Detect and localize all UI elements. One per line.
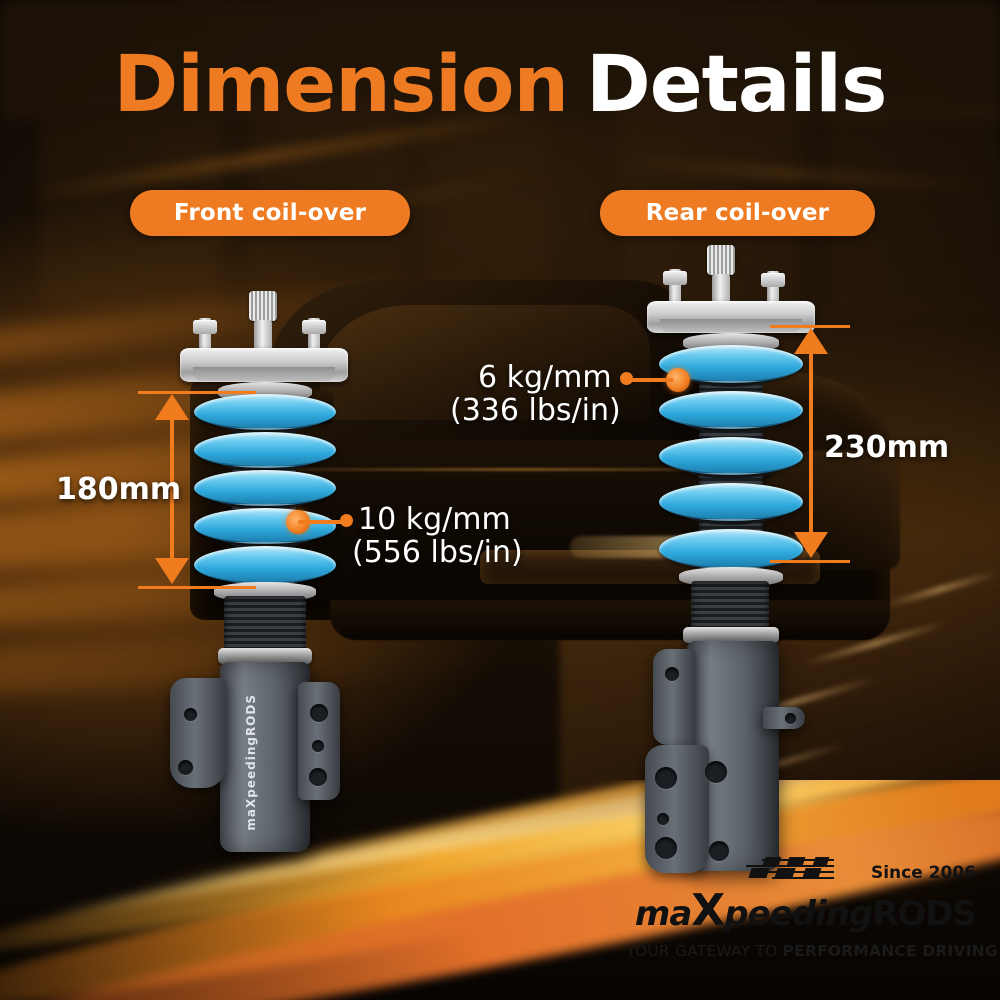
damper-shaft <box>254 320 272 350</box>
rear-lower-bracket <box>645 745 709 873</box>
bracket-hole <box>178 760 193 775</box>
rear-dimension-label: 230mm <box>824 430 950 465</box>
rear-spring-rate-metric: 6 kg/mm <box>478 360 612 395</box>
threaded-lower-body <box>224 596 306 654</box>
rear-spring-rate-imperial: (336 lbs/in) <box>450 393 621 428</box>
spring-coil <box>659 391 803 429</box>
bg-building-band <box>0 0 1000 120</box>
dimension-arrowhead-down <box>794 532 828 558</box>
bracket-hole <box>655 837 677 859</box>
dimension-arrowhead-down <box>155 558 189 584</box>
damping-adjust-knob <box>707 245 735 275</box>
front-spring <box>194 394 336 590</box>
checkered-flag-square <box>748 868 770 878</box>
dimension-tick-top <box>770 325 850 328</box>
brand-ma: ma <box>634 894 692 934</box>
mount-nut-right <box>302 320 326 334</box>
top-mount-plate <box>647 301 815 333</box>
brand-tagline: YOUR GATEWAY TO PERFORMANCE DRIVING <box>626 942 998 960</box>
bracket-hole <box>785 713 796 724</box>
spring-coil <box>194 508 336 544</box>
bracket-hole <box>705 761 727 783</box>
bracket-hole <box>310 704 328 722</box>
checkered-flag-square <box>802 868 822 878</box>
spring-coil <box>659 437 803 475</box>
damper-shaft <box>712 274 730 304</box>
dimension-line <box>170 412 174 568</box>
spring-coil <box>194 432 336 468</box>
damping-adjust-knob <box>249 291 277 321</box>
tagline-bold: PERFORMANCE DRIVING <box>782 942 998 960</box>
checkered-flag-square <box>812 857 830 866</box>
bracket-hole <box>184 708 197 721</box>
bracket-hole <box>655 767 677 789</box>
front-coilover-assembly: maXpeedingRODS <box>170 290 360 860</box>
brand-logo: Since 2006 maXpeedingRODS YOUR GATEWAY T… <box>626 857 998 960</box>
car-bumper <box>330 600 890 640</box>
top-mount-plate <box>180 348 348 382</box>
callout-leader-line <box>298 520 346 524</box>
mount-nut-left <box>193 320 217 334</box>
bracket-hole <box>709 841 729 861</box>
car-hood-line <box>220 468 820 471</box>
spring-coil <box>194 546 336 584</box>
callout-dot <box>340 514 353 527</box>
checkered-flag-square <box>762 857 782 866</box>
badge-rear-coil-over[interactable]: Rear coil-over <box>600 190 875 236</box>
spring-coil <box>659 483 803 521</box>
page-title-part-1: Dimension <box>113 40 569 130</box>
badge-front-coil-over[interactable]: Front coil-over <box>130 190 410 236</box>
brand-peeding: peeding <box>724 894 873 934</box>
brand-rods: RODS <box>872 894 977 934</box>
dimension-tick-bottom <box>770 560 850 563</box>
bracket-hole <box>309 768 327 786</box>
bracket-hole <box>665 667 679 681</box>
locking-collar <box>218 648 312 664</box>
brand-x: X <box>691 885 725 936</box>
dimension-line <box>809 348 813 538</box>
mount-nut-right <box>761 273 785 287</box>
spring-coil <box>194 394 336 430</box>
bracket-hole <box>657 813 669 825</box>
mount-nut-left <box>663 271 687 285</box>
brand-wordmark: maXpeedingRODS <box>626 889 977 934</box>
front-spring-rate-imperial: (556 lbs/in) <box>352 535 523 570</box>
since-label: Since 2006 <box>870 863 976 883</box>
spring-coil <box>194 470 336 506</box>
shock-body-brand-logo: maXpeedingRODS <box>244 694 258 831</box>
rear-coilover-assembly <box>645 245 835 873</box>
page-title-part-2: Details <box>586 40 887 130</box>
threaded-lower-body <box>691 581 769 633</box>
bracket-hole <box>312 740 324 752</box>
spring-coil <box>659 529 803 569</box>
speed-line <box>772 877 834 879</box>
car-windshield <box>320 305 650 420</box>
front-dimension-label: 180mm <box>56 472 182 507</box>
front-spring-rate-metric: 10 kg/mm <box>358 502 511 537</box>
checkered-flag-square <box>786 857 806 866</box>
callout-dot <box>620 372 633 385</box>
front-shock-body <box>220 662 310 852</box>
tagline-plain: YOUR GATEWAY TO <box>626 942 783 960</box>
callout-leader-line <box>626 378 674 382</box>
rear-upper-bracket <box>653 649 695 745</box>
checkered-flag-square <box>774 868 796 878</box>
dimension-tick-top <box>138 391 256 394</box>
rear-side-tab <box>763 707 805 729</box>
bg-building <box>430 110 550 290</box>
locking-collar <box>683 627 779 643</box>
dimension-tick-bottom <box>138 586 256 589</box>
speed-line <box>746 865 834 867</box>
